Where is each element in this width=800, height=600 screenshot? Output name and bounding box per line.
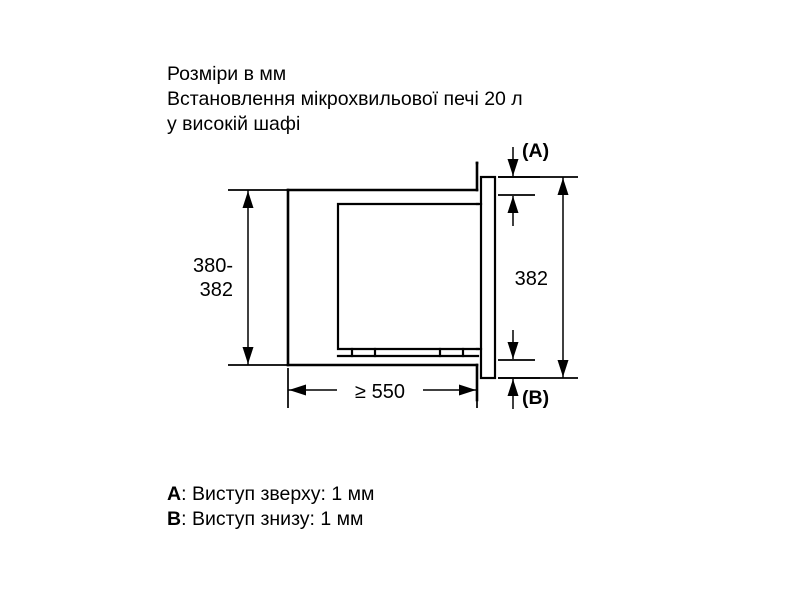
niche-depth-label: ≥ 550: [355, 381, 405, 403]
microwave-carcass: [336, 202, 480, 351]
legend-block: A: Виступ зверху: 1 мм B: Виступ знизу: …: [167, 483, 374, 530]
niche-depth-arrow-left: [289, 384, 306, 396]
title-line-2: Встановлення мікрохвильової печі 20 л: [167, 88, 523, 110]
dimension-niche-depth: ≥ 550: [287, 368, 478, 408]
microwave-body: [336, 202, 480, 358]
callout-b-arrow-up: [507, 379, 519, 396]
legend-row-a: A: Виступ зверху: 1 мм: [167, 483, 374, 505]
callout-b-detail: (B): [498, 330, 549, 409]
title-line-3: у високій шафі: [167, 113, 300, 135]
dimension-niche-height: 380- 382: [193, 189, 292, 366]
niche-height-label-line-2: 382: [200, 279, 233, 301]
callout-a-arrow-down: [507, 159, 519, 176]
appliance-height-arrow-top: [557, 178, 569, 195]
niche-height-arrow-bottom: [242, 347, 254, 364]
legend-row-a-text: Виступ зверху: 1 мм: [192, 483, 375, 505]
appliance-door-panel: [475, 175, 497, 380]
callout-a-arrow-up: [507, 196, 519, 213]
legend-row-a-separator: :: [181, 483, 192, 505]
callout-a-marker: (A): [522, 140, 549, 162]
legend-row-b-separator: :: [181, 508, 192, 530]
callout-a-detail: (A): [498, 140, 549, 226]
legend-row-b-key: B: [167, 508, 181, 530]
niche-height-arrow-top: [242, 191, 254, 208]
door-panel-rect: [479, 175, 497, 380]
niche-height-label-line-1: 380-: [193, 255, 233, 277]
legend-row-a-key: A: [167, 483, 181, 505]
title-block: Розміри в мм Встановлення мікрохвильової…: [167, 63, 523, 135]
callout-b-arrow-down: [507, 342, 519, 359]
title-line-1: Розміри в мм: [167, 63, 286, 85]
callout-b-marker: (B): [522, 387, 549, 409]
niche-depth-arrow-right: [459, 384, 476, 396]
appliance-height-arrow-bottom: [557, 360, 569, 377]
legend-row-b-text: Виступ знизу: 1 мм: [192, 508, 364, 530]
appliance-height-label: 382: [515, 268, 548, 290]
legend-row-b: B: Виступ знизу: 1 мм: [167, 508, 363, 530]
niche-depth-label-backdrop: [337, 377, 423, 403]
